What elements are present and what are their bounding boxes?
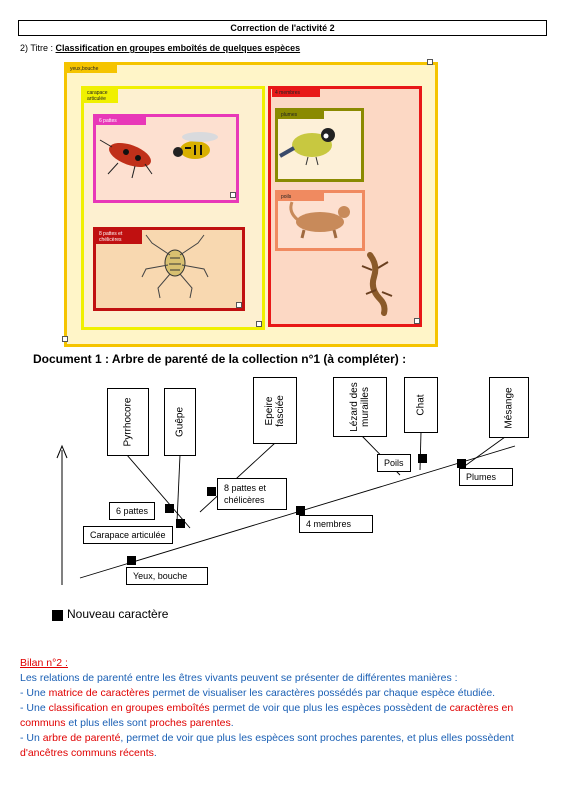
character-yeux-bouche: Yeux, bouche: [126, 567, 208, 585]
group-label-yeux-bouche: yeux,bouche: [67, 65, 117, 73]
new-character-marker: [176, 519, 185, 528]
pyrrhocore-image: [99, 139, 153, 179]
group-label-plumes: plumes: [278, 111, 324, 119]
bilan-line-2: - Une classification en groupes emboîtés…: [20, 702, 514, 729]
new-character-marker: [457, 459, 466, 468]
species-label: Epeire fasciée: [264, 394, 286, 427]
group-label-huit-pattes: 8 pattes et chélicères: [96, 230, 142, 244]
group-label-quatre-membres: 4 membres: [272, 89, 320, 97]
species-label: Guêpe: [174, 406, 186, 438]
lezard-image: [361, 252, 393, 316]
group-label-poils: poils: [278, 193, 324, 201]
bilan-intro: Les relations de parenté entre les êtres…: [20, 672, 458, 684]
character-poils: Poils: [377, 454, 411, 472]
question-prefix: 2) Titre :: [20, 43, 54, 53]
question-text: Classification en groupes emboîtés de qu…: [55, 43, 301, 53]
bilan-line-3: - Un arbre de parenté, permet de voir qu…: [20, 732, 514, 759]
guepe-image: [173, 132, 218, 159]
character-carapace: Carapace articulée: [83, 526, 173, 544]
activity-title: Correction de l'activité 2: [18, 20, 547, 36]
bilan-section: Bilan n°2 : Les relations de parenté ent…: [20, 656, 550, 761]
species-label: Pyrrhocore: [122, 397, 134, 447]
bilan-title: Bilan n°2 :: [20, 657, 68, 669]
new-character-marker: [127, 556, 136, 565]
character-six-pattes: 6 pattes: [109, 502, 156, 520]
character-quatre-membres: 4 membres: [299, 515, 373, 533]
legend-label: Nouveau caractère: [67, 607, 169, 621]
new-character-marker: [418, 454, 427, 463]
mesange-image: [279, 128, 335, 166]
species-box-mesange: Mésange: [489, 377, 529, 438]
character-plumes: Plumes: [459, 468, 513, 486]
species-box-lezard: Lézard des murailles: [333, 377, 387, 437]
species-box-epeire: Epeire fasciée: [253, 377, 297, 444]
chat-image: [289, 201, 350, 239]
new-character-marker: [296, 506, 305, 515]
species-label: Chat: [415, 394, 427, 416]
legend-marker: [52, 610, 63, 621]
new-character-marker: [207, 487, 216, 496]
tree-heading: Document 1 : Arbre de parenté de la coll…: [33, 352, 407, 366]
character-huit-pattes: 8 pattes et chélicères: [217, 478, 287, 510]
species-box-guepe: Guêpe: [164, 388, 196, 456]
bilan-line-1: - Une matrice de caractères permet de vi…: [20, 687, 496, 699]
new-character-marker: [165, 504, 174, 513]
species-box-chat: Chat: [404, 377, 438, 433]
group-label-six-pattes: 6 pattes: [96, 117, 146, 125]
species-label: Lézard des murailles: [349, 382, 371, 432]
species-label: Mésange: [503, 386, 515, 429]
species-box-pyrrhocore: Pyrrhocore: [107, 388, 149, 456]
question-title: 2) Titre : Classification en groupes emb…: [20, 43, 300, 53]
epeire-image: [141, 234, 209, 299]
group-label-carapace: carapace articulée: [84, 89, 118, 103]
